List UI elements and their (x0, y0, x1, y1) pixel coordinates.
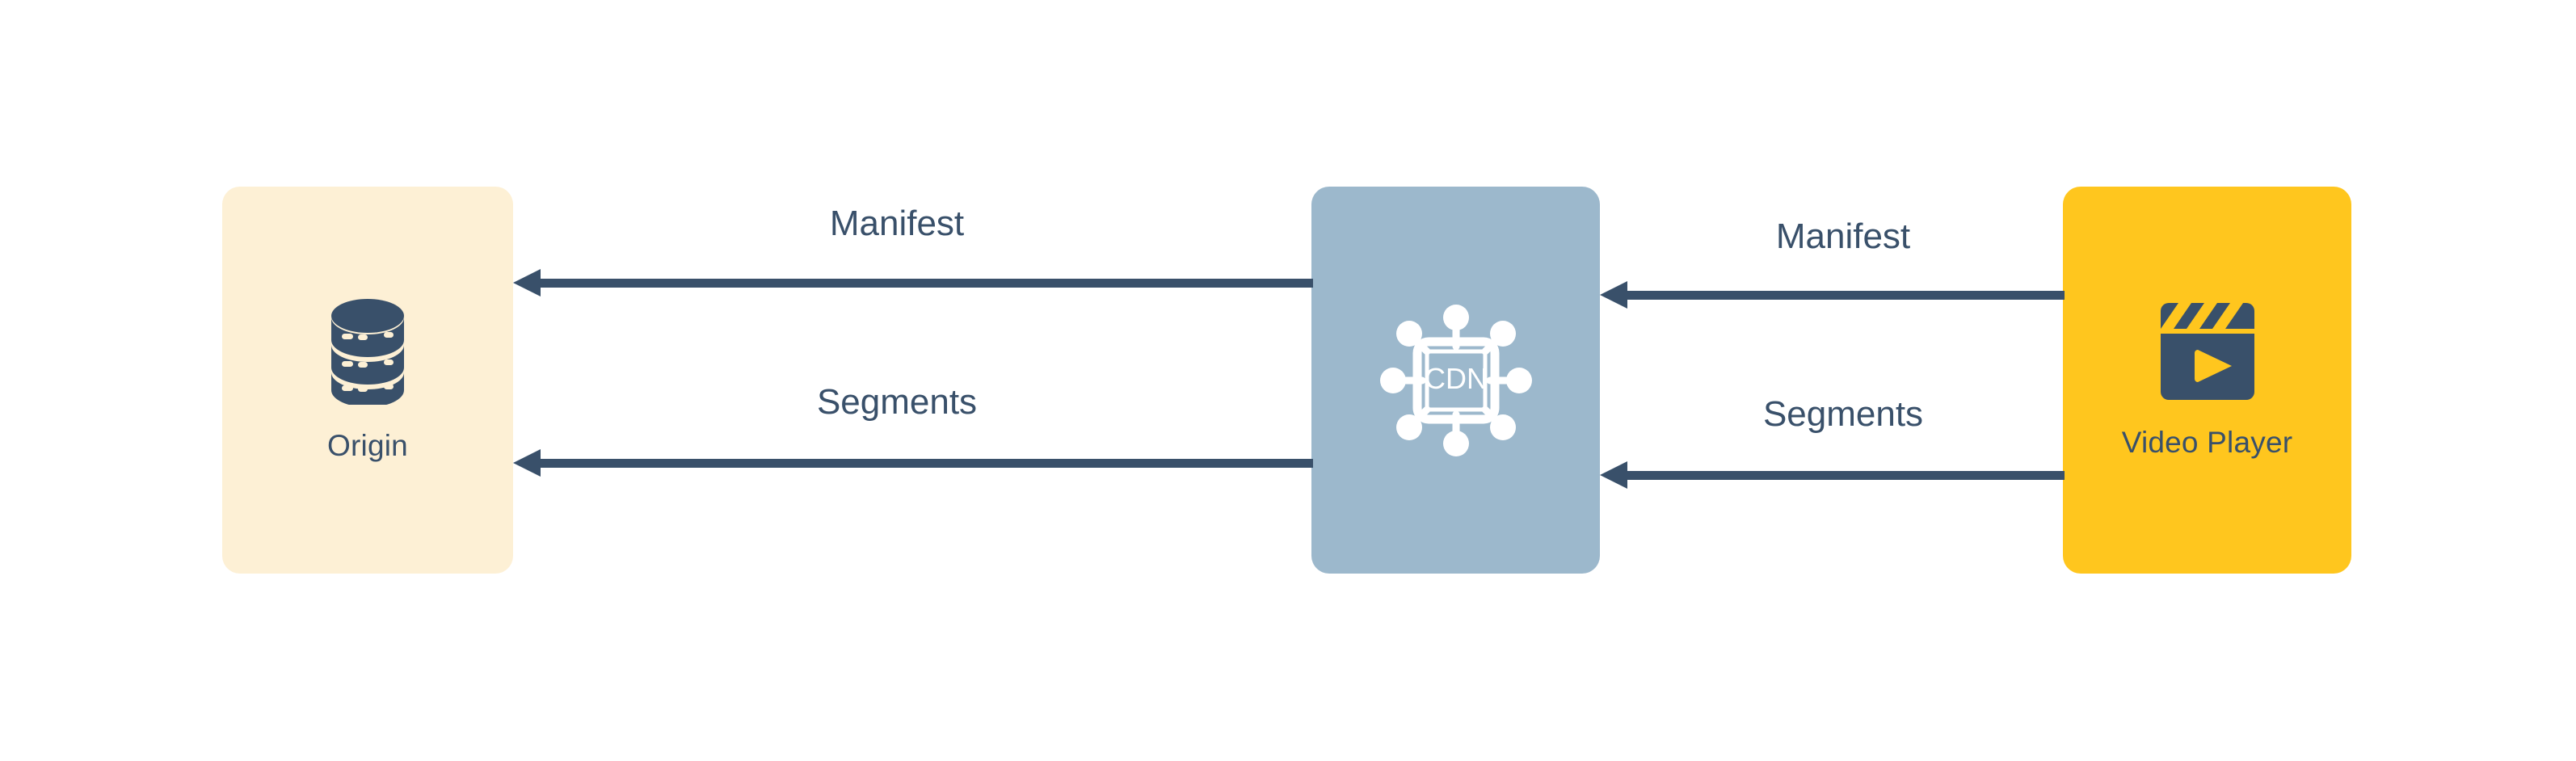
edge-label-segments-left: Segments (816, 382, 978, 422)
clapperboard-play-icon (2157, 301, 2258, 402)
cdn-chip-icon: CDN (1377, 301, 1535, 460)
node-origin-label: Origin (327, 428, 408, 462)
arrowhead-left-icon (513, 449, 541, 477)
edge-label-manifest-right: Manifest (1775, 217, 1911, 256)
edge-line (537, 459, 1313, 468)
arrowhead-left-icon (1600, 281, 1627, 309)
edge-label-segments-right: Segments (1762, 394, 1924, 434)
arrowhead-left-icon (1600, 461, 1627, 489)
edge-line (537, 279, 1313, 288)
node-player-label: Video Player (2121, 425, 2293, 459)
node-origin[interactable]: Origin (222, 187, 513, 574)
edge-line (1624, 471, 2065, 480)
node-player[interactable]: Video Player (2063, 187, 2351, 574)
edge-line (1624, 291, 2065, 300)
node-cdn[interactable]: CDN (1311, 187, 1600, 574)
cdn-chip-text: CDN (1425, 362, 1488, 395)
arrowhead-left-icon (513, 269, 541, 296)
database-icon (322, 298, 413, 407)
edge-label-manifest-left: Manifest (829, 204, 965, 243)
